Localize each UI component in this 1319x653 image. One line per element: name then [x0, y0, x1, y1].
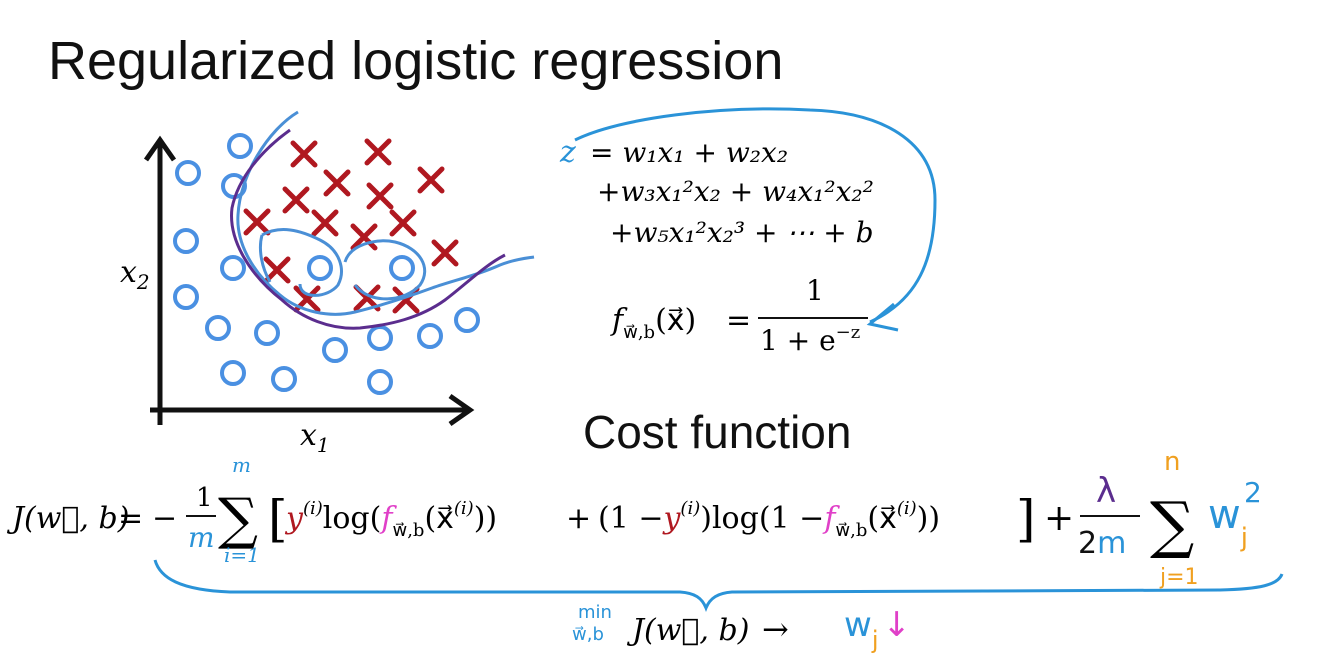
- cost-sum-bottom: i=1: [224, 543, 260, 567]
- cost-term-1: y(i)log(fw⃗,b(x⃗(i))): [284, 498, 497, 541]
- cross-point: [366, 182, 394, 210]
- circle-point: [175, 160, 201, 186]
- circle-point: [367, 325, 393, 351]
- slide-title: Regularized logistic regression: [48, 31, 784, 91]
- reg-sum-symbol: ∑: [1150, 488, 1194, 561]
- z-symbol: z: [559, 135, 576, 170]
- y-axis-arrow: [143, 135, 177, 162]
- circle-point: [220, 360, 246, 386]
- cost-underbrace: [153, 559, 1284, 613]
- cost-bracket-open: [: [268, 490, 288, 548]
- circle-point: [227, 133, 253, 159]
- cross-point: [417, 166, 445, 194]
- circle-point: [205, 315, 231, 341]
- cross-point: [290, 140, 318, 168]
- z-substitution-arrow: [574, 107, 937, 324]
- reg-sum-bottom: j=1: [1159, 565, 1199, 590]
- z-substitution-arrowhead: [866, 302, 899, 332]
- circle-point: [367, 369, 393, 395]
- min-subscript: w⃗,b: [572, 624, 604, 645]
- sigmoid-numerator: 1: [806, 274, 824, 307]
- plot-axes: [143, 135, 475, 427]
- cost-plus-1: +: [566, 501, 591, 536]
- lambda: λ: [1096, 471, 1116, 511]
- cross-point: [364, 138, 392, 166]
- circle-point: [173, 284, 199, 310]
- min-arrow: →: [762, 610, 789, 648]
- cost-sum-symbol: ∑: [218, 487, 258, 552]
- min-objective: J(w⃗, b): [626, 613, 749, 648]
- x-axis-label: x1: [300, 418, 330, 457]
- cross-points: [243, 138, 459, 314]
- sigmoid-equals: =: [726, 303, 751, 338]
- y-axis-label: x2: [120, 255, 150, 294]
- circle-point: [322, 337, 348, 363]
- cost-frac-num: 1: [196, 483, 213, 513]
- cross-point: [323, 169, 351, 197]
- cross-point: [263, 256, 291, 284]
- cost-frac-den: m: [188, 521, 215, 554]
- circle-point: [173, 228, 199, 254]
- z-line-3: +w₅x₁²x₂³ + ⋯ + b: [610, 216, 874, 249]
- cost-equals: =: [118, 501, 143, 536]
- sigmoid-lhs: fw⃗,b(x⃗): [610, 303, 696, 343]
- cross-point: [350, 223, 378, 251]
- min-label: min: [578, 602, 612, 623]
- cost-bracket-close: ]: [1016, 490, 1036, 548]
- inner-boundary-blue: [258, 228, 427, 301]
- cost-negation: −: [152, 501, 177, 536]
- cross-point: [243, 208, 271, 236]
- cost-term-2: (1 −y(i))log(1 −fw⃗,b(x⃗(i))): [598, 498, 940, 541]
- cross-point: [311, 209, 339, 237]
- circle-point: [220, 255, 246, 281]
- decision-boundary-purple: [230, 128, 506, 330]
- cost-function-heading: Cost function: [583, 406, 852, 458]
- sigmoid-denominator: 1 + e−z: [760, 322, 860, 357]
- cross-point: [431, 239, 459, 267]
- cross-point: [392, 286, 420, 314]
- cost-sum-top: m: [232, 453, 251, 477]
- circle-point: [417, 323, 443, 349]
- two-m: 2m: [1078, 526, 1126, 561]
- cross-point: [282, 186, 310, 214]
- circle-point: [307, 255, 333, 281]
- circle-point: [254, 320, 280, 346]
- decision-boundary-blue: [236, 110, 535, 316]
- circle-point: [271, 366, 297, 392]
- cost-plus-2: +: [1044, 498, 1074, 539]
- reg-sum-top: n: [1164, 447, 1180, 477]
- w-j-squared: wj2: [1208, 476, 1262, 553]
- x-axis-arrow: [448, 393, 475, 427]
- w-j-decrease: wj↓: [844, 605, 911, 653]
- cross-point: [389, 209, 417, 237]
- circle-point: [389, 255, 415, 281]
- circle-point: [454, 307, 480, 333]
- cost-lhs: J(w⃗, b): [6, 501, 129, 536]
- z-line-1: = w₁x₁ + w₂x₂: [590, 136, 788, 169]
- z-line-2: +w₃x₁²x₂ + w₄x₁²x₂²: [597, 175, 874, 208]
